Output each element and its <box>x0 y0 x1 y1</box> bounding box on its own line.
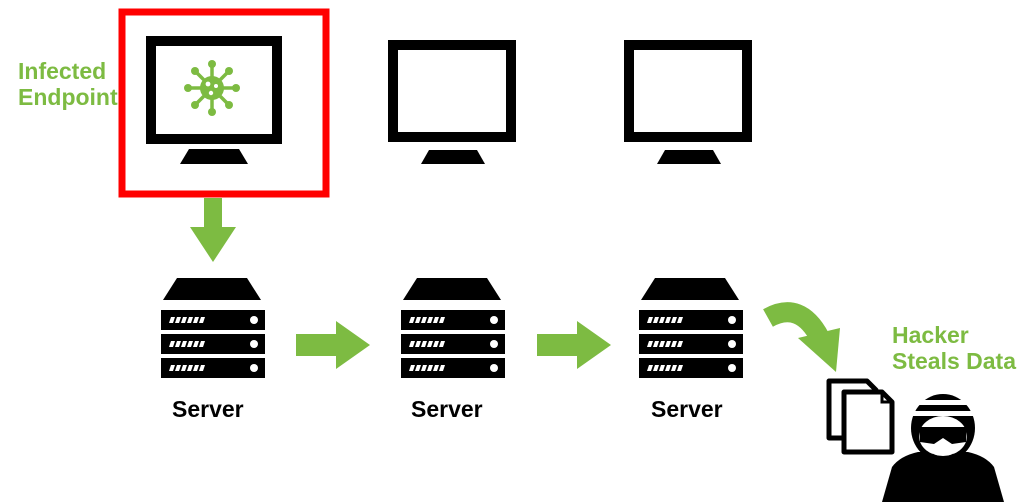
arrow-right-icon <box>537 321 611 369</box>
server-label: Server <box>411 396 483 422</box>
arrow-right-icon <box>296 321 370 369</box>
server-icon <box>639 278 743 378</box>
monitor-icon <box>624 40 752 164</box>
hacker-icon <box>882 394 1004 502</box>
curved-arrow-icon <box>763 302 840 372</box>
documents-icon <box>826 378 895 455</box>
infected-label-line-2: Endpoint <box>18 84 118 111</box>
virus-icon <box>184 60 240 116</box>
infected-endpoint-label: Infected Endpoint <box>18 58 118 111</box>
server-label: Server <box>651 396 723 422</box>
virus-monitor-icon <box>146 36 282 164</box>
hacker-steals-data-label: Hacker Steals Data <box>892 322 1016 375</box>
highlight-frame <box>118 8 330 198</box>
server-icon <box>401 278 505 378</box>
arrow-down-icon <box>190 198 236 262</box>
hacker-label-line-2: Steals Data <box>892 348 1017 375</box>
monitor-icon <box>388 40 516 164</box>
infected-label-line-1: Infected <box>18 58 107 84</box>
server-icon <box>161 278 265 378</box>
hacker-label-line-1: Hacker <box>892 322 969 348</box>
server-label: Server <box>172 396 244 422</box>
